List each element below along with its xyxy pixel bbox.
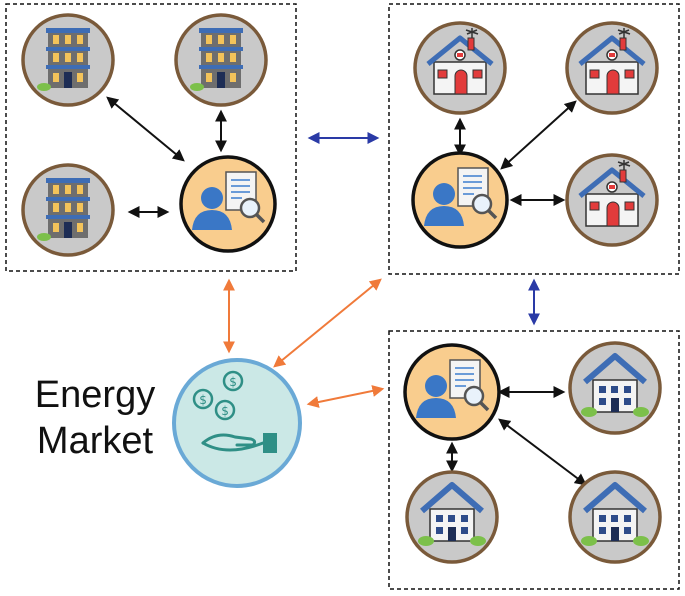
blue-roof-house-icon [570,472,660,562]
aggregator-document-icon [403,343,501,441]
inter-cluster-arrows [307,132,540,326]
energy-market-label: Energy Market [20,372,170,464]
svg-text:$: $ [199,393,207,407]
arrow-market-home-cluster [306,385,385,408]
apartment-building-icon [21,163,115,257]
energy-market-label-line2: Market [36,420,154,462]
intra-cluster-arrows [106,96,587,486]
aggregator-document-icon [179,155,277,253]
house-with-antenna-icon [567,23,657,113]
money-hand-icon: $ $ $ [172,358,302,488]
house-with-antenna-icon [415,23,505,113]
apartment-building-icon [21,13,115,107]
svg-text:$: $ [229,375,237,389]
blue-roof-house-icon [407,472,497,562]
arrow-market-house-cluster [273,278,382,368]
blue-roof-house-icon [570,343,660,433]
aggregator-document-icon [411,151,509,249]
apartment-cluster-frame [5,3,297,272]
arrow-apartment1-aggregator [106,96,185,162]
market-arrows [223,278,385,408]
arrow-home3-aggregator [498,418,587,486]
house-with-antenna-icon [567,155,657,245]
svg-text:$: $ [221,404,229,418]
energy-market-label-line1: Energy [34,374,156,416]
home-cluster-frame [388,330,680,590]
arrow-house2-aggregator [500,100,577,170]
apartment-building-icon [174,13,268,107]
